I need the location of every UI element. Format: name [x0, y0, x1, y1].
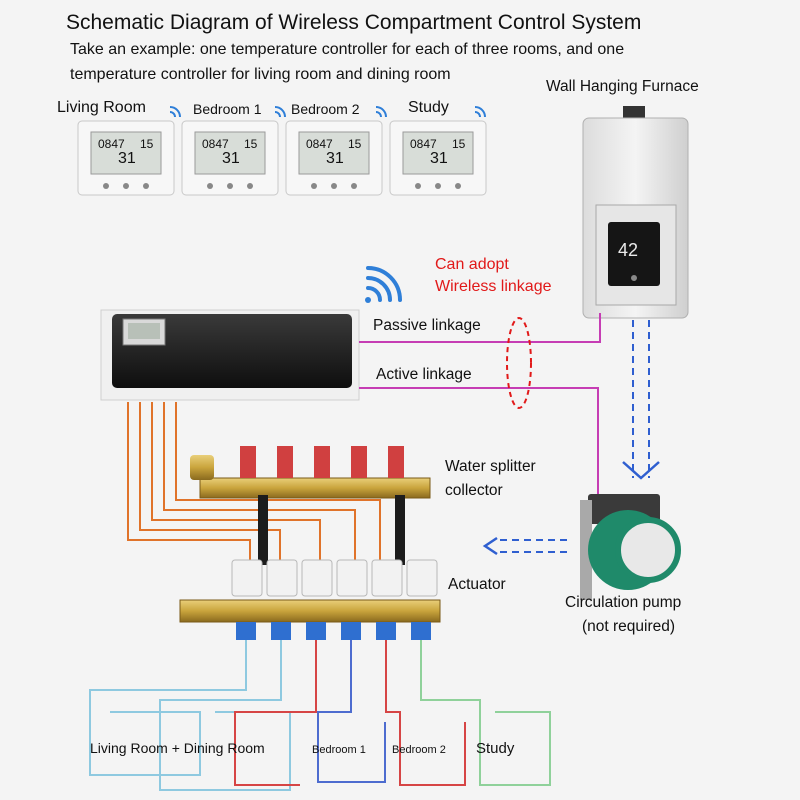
wifi-icon [169, 106, 486, 118]
flow-arrow-down [622, 461, 660, 480]
pump-label-line-2: (not required) [582, 618, 676, 635]
thermostat-display-setpoint: 15 [452, 137, 466, 151]
pump-outlet-flow [482, 536, 568, 556]
furnace-label: Wall Hanging Furnace [546, 78, 699, 95]
wireless-linkage-note-line-2: Wireless linkage [435, 278, 552, 295]
thermostat-display-code: 0847 [98, 137, 125, 151]
thermostat-display-code: 0847 [202, 137, 229, 151]
thermostat-display-temp: 31 [118, 150, 136, 167]
thermostat-display-temp: 31 [222, 150, 240, 167]
water-splitter-collector [190, 446, 431, 565]
passive-linkage-label: Passive linkage [373, 317, 481, 334]
linkage-wires [359, 313, 601, 500]
actuator-manifold [179, 559, 441, 640]
manifold-label-line-1: Water splitter [445, 458, 536, 475]
thermostat-bedroom-1 [181, 120, 279, 196]
thermostat-display-code: 0847 [306, 137, 333, 151]
thermostat-living-room [77, 120, 175, 196]
thermostat-display-code: 0847 [410, 137, 437, 151]
room-label-bedroom-2: Bedroom 2 [291, 101, 360, 117]
pump-label-line-1: Circulation pump [565, 594, 682, 611]
actuator-control-wires [127, 402, 381, 560]
zone-label-living-dining: Living Room + Dining Room [90, 740, 265, 756]
zone-label-study: Study [476, 740, 515, 757]
thermostat-display-temp: 31 [430, 150, 448, 167]
furnace-display: 42 [618, 240, 639, 260]
active-linkage-label: Active linkage [376, 366, 472, 383]
room-label-living-room: Living Room [57, 99, 146, 116]
wireless-signal-icon [365, 266, 402, 303]
thermostat-display-setpoint: 15 [348, 137, 362, 151]
actuator-label: Actuator [448, 576, 506, 593]
circulation-pump [580, 494, 681, 600]
thermostat-bedroom-2 [285, 120, 383, 196]
thermostat-study [389, 120, 487, 196]
wiring-controller [100, 309, 360, 401]
room-label-bedroom-1: Bedroom 1 [193, 101, 262, 117]
thermostat-display-setpoint: 15 [140, 137, 154, 151]
thermostat-display-setpoint: 15 [244, 137, 258, 151]
room-label-study: Study [408, 99, 449, 116]
zone-label-bedroom-2: Bedroom 2 [392, 744, 446, 756]
diagram-subtitle-line-2: temperature controller for living room a… [70, 66, 451, 83]
furnace-water-flow [632, 320, 650, 478]
manifold-label-line-2: collector [445, 482, 503, 499]
diagram-subtitle-line-1: Take an example: one temperature control… [70, 41, 625, 58]
wireless-linkage-marker [506, 317, 532, 409]
thermostat-display-temp: 31 [326, 150, 344, 167]
wall-hanging-furnace [582, 106, 689, 319]
zone-label-bedroom-1: Bedroom 1 [312, 744, 366, 756]
floor-heating-loops [89, 640, 551, 791]
diagram-title: Schematic Diagram of Wireless Compartmen… [66, 11, 642, 34]
wireless-linkage-note-line-1: Can adopt [435, 256, 509, 273]
